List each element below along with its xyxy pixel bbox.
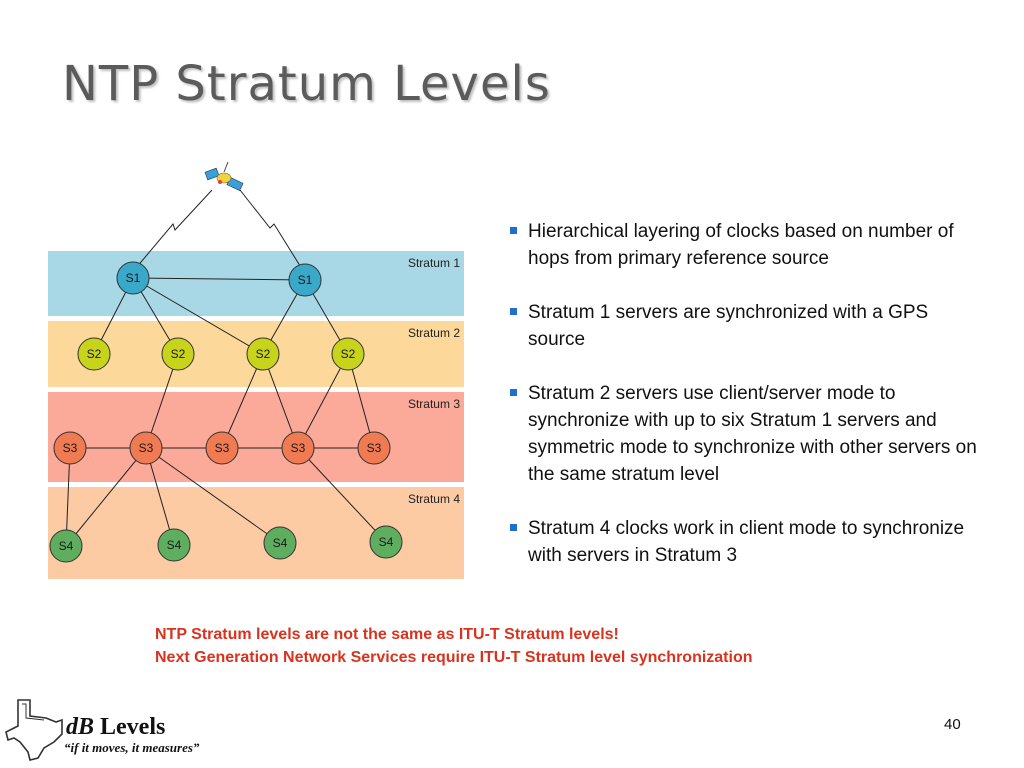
node-s4b: S4	[157, 528, 191, 562]
bullet-item: Stratum 2 servers use client/server mode…	[510, 380, 990, 488]
node-label: S2	[171, 347, 186, 361]
node-circle	[49, 529, 83, 563]
node-label: S3	[139, 441, 154, 455]
page-number: 40	[944, 716, 961, 733]
node-circle	[246, 337, 280, 371]
node-s4a: S4	[49, 529, 83, 563]
link-s2c-s3d	[262, 353, 299, 449]
link-s2c-s3c	[221, 353, 264, 449]
node-circle	[161, 337, 195, 371]
node-circle	[129, 431, 163, 465]
stratum-4-label: Stratum 4	[408, 492, 460, 506]
stratum-1-band	[48, 251, 464, 316]
node-circle	[77, 337, 111, 371]
node-s3c: S3	[205, 431, 239, 465]
node-circle	[157, 528, 191, 562]
link-s3b-s4a	[65, 447, 147, 547]
warning-line-1: NTP Stratum levels are not the same as I…	[155, 626, 619, 643]
node-circle	[369, 525, 403, 559]
satellite-links	[135, 189, 303, 270]
link-s3b-s4b	[145, 447, 175, 546]
bullet-item: Hierarchical layering of clocks based on…	[510, 218, 990, 272]
stratum-bands: Stratum 1 Stratum 2 Stratum 3 Stratum 4	[48, 251, 464, 579]
node-circle	[281, 431, 315, 465]
node-circle	[205, 431, 239, 465]
node-label: S3	[63, 441, 78, 455]
node-circle	[263, 526, 297, 560]
node-label: S2	[256, 347, 271, 361]
link-s2d-s3d	[297, 353, 349, 449]
satellite-link-left	[135, 189, 213, 269]
node-label: S4	[273, 536, 288, 550]
node-label: S3	[367, 441, 382, 455]
node-s3d: S3	[281, 431, 315, 465]
node-label: S4	[167, 538, 182, 552]
node-s1a: S1	[116, 261, 150, 295]
node-s1b: S1	[288, 263, 322, 297]
logo-brand-suffix: Levels	[94, 714, 166, 740]
link-s2b-s3b	[145, 353, 179, 449]
node-s2a: S2	[77, 337, 111, 371]
node-s4d: S4	[369, 525, 403, 559]
link-s3b-s4c	[145, 447, 281, 544]
warning-note: NTP Stratum levels are not the same as I…	[155, 623, 753, 669]
node-s2c: S2	[246, 337, 280, 371]
bullet-item: Stratum 4 clocks work in client mode to …	[510, 515, 990, 569]
logo-brand-prefix: dB	[66, 714, 95, 740]
node-s3e: S3	[357, 431, 391, 465]
texas-outline-icon	[5, 699, 63, 761]
node-label: S3	[291, 441, 306, 455]
stratum-1-label: Stratum 1	[408, 256, 460, 270]
node-circle	[357, 431, 391, 465]
node-label: S2	[341, 347, 356, 361]
logo-tagline: “if it moves, it measures”	[64, 740, 200, 755]
bullet-item: Stratum 1 servers are synchronized with …	[510, 299, 990, 353]
stratum-4-band	[48, 487, 464, 579]
node-label: S1	[126, 271, 141, 285]
node-label: S1	[298, 273, 313, 287]
node-circle	[288, 263, 322, 297]
node-s4c: S4	[263, 526, 297, 560]
link-s1a-s2c	[132, 277, 264, 355]
node-s3a: S3	[53, 431, 87, 465]
node-label: S4	[59, 539, 74, 553]
node-s2b: S2	[161, 337, 195, 371]
satellite-icon	[204, 161, 244, 191]
bullet-list: Hierarchical layering of clocks based on…	[510, 218, 990, 596]
node-s2d: S2	[331, 337, 365, 371]
satellite-link-right	[239, 189, 303, 270]
node-label: S2	[87, 347, 102, 361]
stratum-3-label: Stratum 3	[408, 397, 460, 411]
node-circle	[331, 337, 365, 371]
logo-brand: dB Levels	[66, 714, 165, 741]
node-label: S3	[215, 441, 230, 455]
node-circle	[116, 261, 150, 295]
warning-line-2: Next Generation Network Services require…	[155, 649, 753, 666]
node-circle	[53, 431, 87, 465]
node-label: S4	[379, 535, 394, 549]
link-s1a-s1b	[132, 277, 306, 281]
node-s3b: S3	[129, 431, 163, 465]
slide-title: NTP Stratum Levels	[62, 56, 551, 112]
stratum-3-band	[48, 392, 464, 482]
stratum-2-label: Stratum 2	[408, 326, 460, 340]
link-s3d-s4d	[297, 447, 387, 543]
